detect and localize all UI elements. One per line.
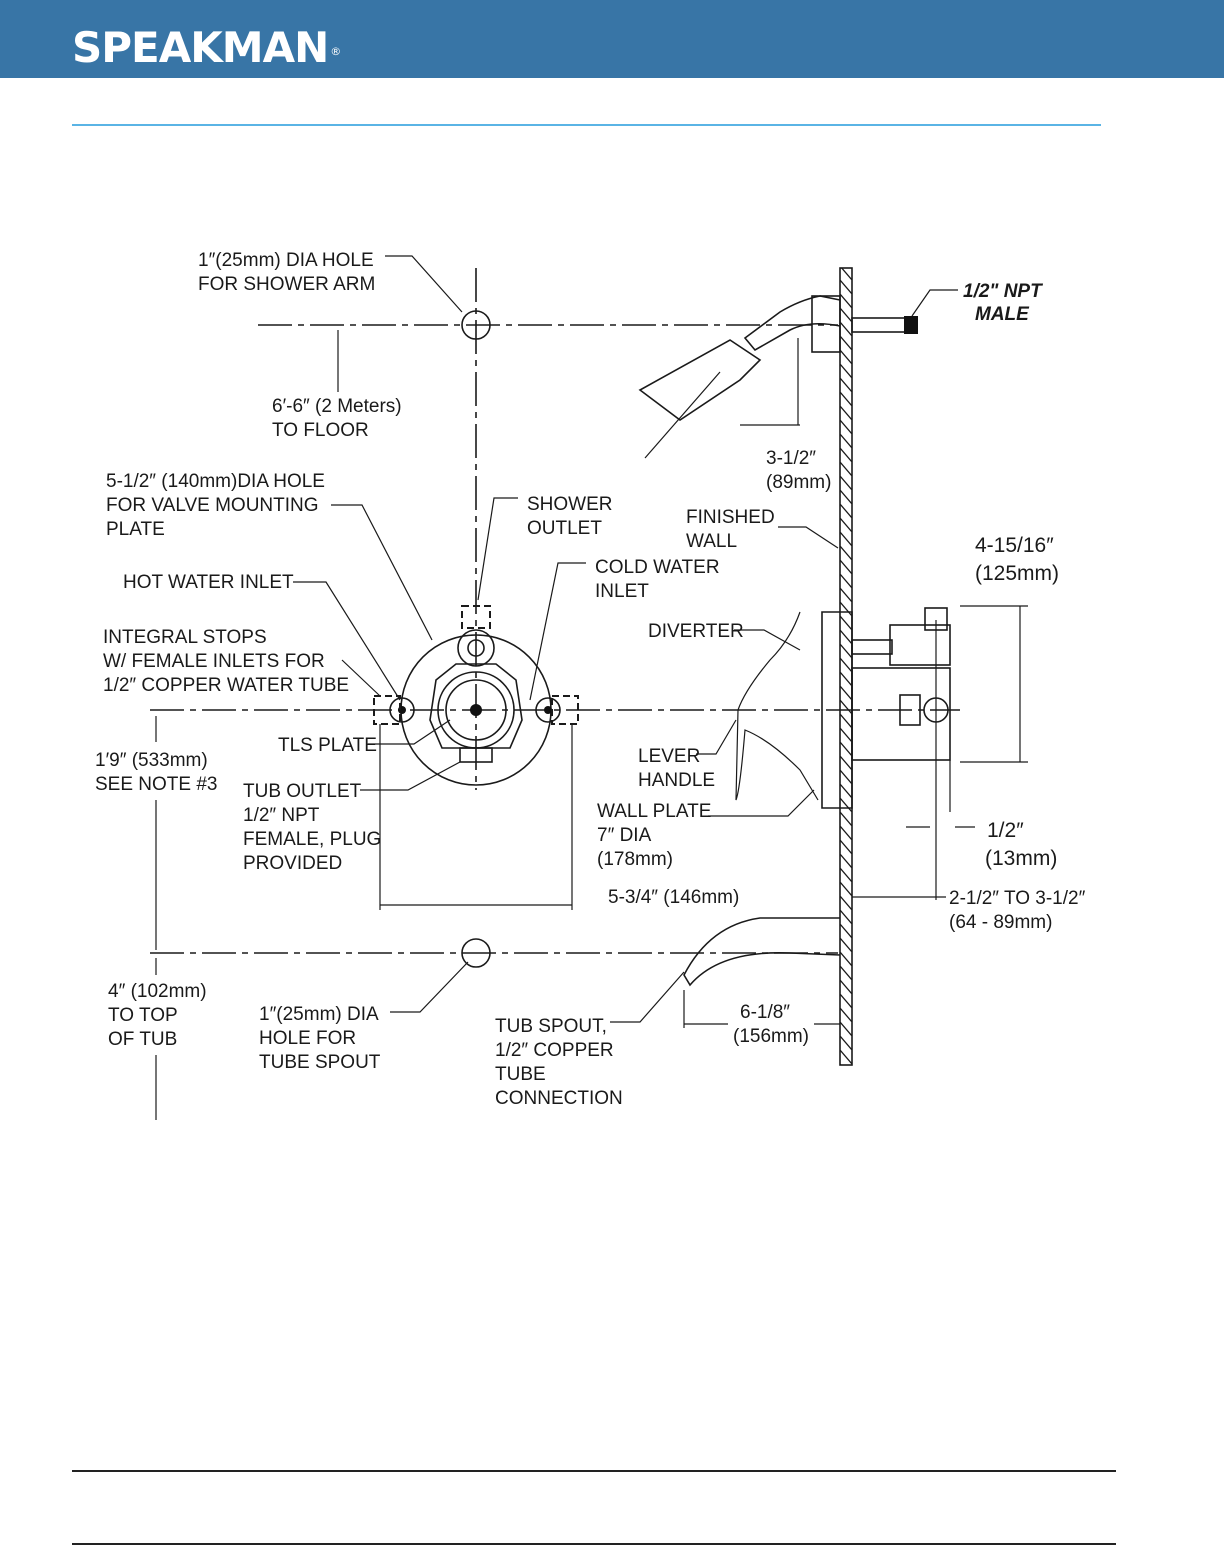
label-tub-spout-hole: TUBE SPOUT (259, 1052, 381, 1073)
label-tub-spout-hole: HOLE FOR (259, 1028, 356, 1049)
shower-head-and-arm (638, 295, 918, 459)
label-stops-width: 5-3/4″ (146mm) (608, 887, 739, 908)
label-valve-to-tub: SEE NOTE #3 (95, 774, 218, 795)
label-tub-spout: CONNECTION (495, 1088, 623, 1109)
label-shower-arm-hole: 1″(25mm) DIA HOLE (198, 250, 374, 271)
label-diverter: DIVERTER (648, 621, 744, 642)
label-rough-depth: (64 - 89mm) (949, 912, 1052, 933)
label-to-floor: TO FLOOR (272, 420, 369, 441)
label-tub-outlet: TUB OUTLET (243, 781, 362, 802)
leader-lines (293, 255, 958, 1023)
label-top-of-tub: TO TOP (108, 1005, 178, 1026)
label-tls-plate: TLS PLATE (278, 735, 377, 756)
label-arm-height: 3-1/2″ (766, 448, 816, 469)
label-to-floor: 6′-6″ (2 Meters) (272, 396, 402, 417)
label-top-of-tub: 4″ (102mm) (108, 981, 207, 1002)
footer-rule-bottom (72, 1543, 1116, 1545)
label-half-inch: 1/2″ (987, 819, 1024, 842)
label-mounting-hole: PLATE (106, 519, 165, 540)
tub-spout (683, 917, 841, 987)
label-wall-plate: 7″ DIA (597, 825, 652, 846)
label-arm-height: (89mm) (766, 472, 831, 493)
label-tub-spout: 1/2″ COPPER (495, 1040, 614, 1061)
label-spout-length: 6-1/8″ (740, 1002, 790, 1023)
label-hot-water-inlet: HOT WATER INLET (123, 572, 294, 593)
header-band: SPEAKMAN® (0, 0, 1224, 78)
label-wall-plate: WALL PLATE (597, 801, 711, 822)
callout-labels: 1″(25mm) DIA HOLE FOR SHOWER ARM 6′-6″ (… (95, 250, 1086, 1109)
label-half-inch: (13mm) (985, 847, 1057, 870)
label-shower-outlet: SHOWER (527, 494, 613, 515)
label-tub-outlet: FEMALE, PLUG (243, 829, 381, 850)
label-wall-plate: (178mm) (597, 849, 673, 870)
label-mounting-hole: 5-1/2″ (140mm)DIA HOLE (106, 471, 325, 492)
brand-name: SPEAKMAN (72, 23, 329, 72)
label-integral-stops: W/ FEMALE INLETS FOR (103, 651, 325, 672)
valve-front-view (373, 605, 579, 786)
label-spout-length: (156mm) (733, 1026, 809, 1047)
valve-side-view (735, 607, 951, 900)
dimension-lines (155, 330, 1028, 1120)
label-npt-male: 1/2" NPT (963, 281, 1043, 302)
speakman-logo: SPEAKMAN® (72, 23, 341, 72)
label-top-of-tub: OF TUB (108, 1029, 177, 1050)
label-lever-handle: HANDLE (638, 770, 715, 791)
label-integral-stops: INTEGRAL STOPS (103, 627, 267, 648)
finished-wall (839, 267, 853, 1066)
label-tub-outlet: 1/2″ NPT (243, 805, 320, 826)
label-finished-wall: WALL (686, 531, 737, 552)
footer-rule-top (72, 1470, 1116, 1472)
tub-spout-hole-mark (461, 938, 491, 968)
label-valve-height: (125mm) (975, 562, 1059, 585)
label-mounting-hole: FOR VALVE MOUNTING (106, 495, 319, 516)
label-tub-spout-hole: 1″(25mm) DIA (259, 1004, 379, 1025)
label-cold-water-inlet: INLET (595, 581, 649, 602)
header-rule (72, 124, 1101, 126)
label-tub-outlet: PROVIDED (243, 853, 342, 874)
label-cold-water-inlet: COLD WATER (595, 557, 720, 578)
label-npt-male: MALE (975, 304, 1030, 325)
shower-arm-hole-mark (461, 310, 491, 340)
label-shower-arm-hole: FOR SHOWER ARM (198, 274, 375, 295)
label-integral-stops: 1/2″ COPPER WATER TUBE (103, 675, 349, 696)
label-valve-to-tub: 1′9″ (533mm) (95, 750, 208, 771)
label-finished-wall: FINISHED (686, 507, 775, 528)
label-valve-height: 4-15/16″ (975, 534, 1054, 557)
registered-mark: ® (330, 45, 341, 58)
centerlines (150, 268, 960, 954)
label-tub-spout: TUB SPOUT, (495, 1016, 607, 1037)
label-shower-outlet: OUTLET (527, 518, 602, 539)
label-lever-handle: LEVER (638, 746, 700, 767)
label-tub-spout: TUBE (495, 1064, 546, 1085)
label-rough-depth: 2-1/2″ TO 3-1/2″ (949, 888, 1086, 909)
